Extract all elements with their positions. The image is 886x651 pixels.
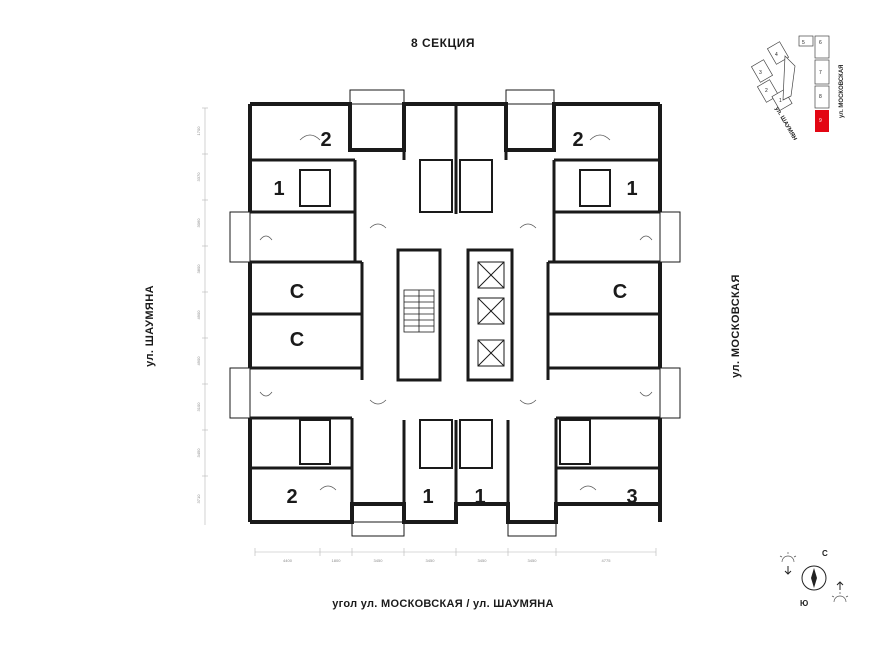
- dimension-left-1: 3370: [196, 172, 201, 182]
- apt-label-ne-mid[interactable]: 1: [626, 178, 637, 200]
- key-section-5: 5: [802, 40, 805, 46]
- key-section-2: 2: [765, 88, 768, 94]
- dimension-bottom-2: 3450: [374, 558, 384, 563]
- apt-label-sw-bottom[interactable]: 2: [286, 486, 297, 508]
- dimension-bottom-4: 3450: [478, 558, 488, 563]
- address-caption: угол ул. МОСКОВСКАЯ / ул. ШАУМЯНА: [332, 598, 554, 610]
- dimension-left-2: 3060: [196, 218, 201, 228]
- apt-label-ne-top[interactable]: 2: [572, 129, 583, 151]
- dimension-bottom-1: 1800: [332, 558, 342, 563]
- apt-label-nw-mid[interactable]: 1: [273, 178, 284, 200]
- apt-label-s-left[interactable]: 1: [422, 486, 433, 508]
- compass: С Ю: [779, 549, 849, 608]
- dimension-bottom-5: 3450: [528, 558, 538, 563]
- key-section-6: 6: [819, 40, 822, 46]
- dimension-bottom-3: 3450: [426, 558, 436, 563]
- compass-north: С: [822, 549, 828, 558]
- key-plan-highlight[interactable]: [815, 110, 829, 132]
- key-section-1: 1: [779, 98, 782, 104]
- key-section-4: 4: [775, 52, 778, 58]
- apt-label-w-upper[interactable]: С: [290, 281, 304, 303]
- key-street-right: ул. МОСКОВСКАЯ: [839, 65, 845, 118]
- dimension-bottom-0: 4400: [283, 558, 293, 563]
- apt-label-e-upper[interactable]: С: [613, 281, 627, 303]
- dim-ticks-left: 1700 3370 3060 3800 4900 4900 3100 3450 3710: [196, 107, 208, 504]
- dimension-left-5: 4900: [196, 356, 201, 366]
- apt-label-s-right[interactable]: 1: [474, 486, 485, 508]
- section-title: 8 СЕКЦИЯ: [410, 36, 476, 50]
- key-section-3: 3: [759, 70, 762, 76]
- apartment-labels: 2 1 С С 2 1 1 3 С 1 2: [273, 129, 637, 508]
- arrow-down-icon: [784, 566, 792, 575]
- dimension-left-3: 3800: [196, 264, 201, 274]
- key-section-8: 8: [819, 94, 822, 100]
- dimension-left-4: 4900: [196, 310, 201, 320]
- dimension-left-8: 3710: [196, 494, 201, 504]
- compass-south: Ю: [800, 599, 808, 608]
- key-section-9: 9: [819, 118, 822, 124]
- dimension-left-0: 1700: [196, 126, 201, 136]
- dimension-bottom-6: 4775: [602, 558, 612, 563]
- sun-icon: [779, 552, 849, 603]
- apt-label-nw-top[interactable]: 2: [320, 129, 331, 151]
- key-street-left: ул. ШАУМЯНА: [773, 106, 800, 140]
- dim-ticks-bottom: 4400 1800 3450 3450 3450 3450 4775: [254, 548, 657, 563]
- key-section-7: 7: [819, 70, 822, 76]
- arrow-up-icon: [836, 581, 844, 590]
- dimension-left-7: 3450: [196, 448, 201, 458]
- apt-label-se-bottom[interactable]: 3: [626, 486, 637, 508]
- apt-label-w-lower[interactable]: С: [290, 329, 304, 351]
- dimension-left-6: 3100: [196, 402, 201, 412]
- key-plan: 5 6 4 3 2 1 7 8 9 ул. ШАУМЯНА ул. МОСКОВ…: [750, 35, 845, 140]
